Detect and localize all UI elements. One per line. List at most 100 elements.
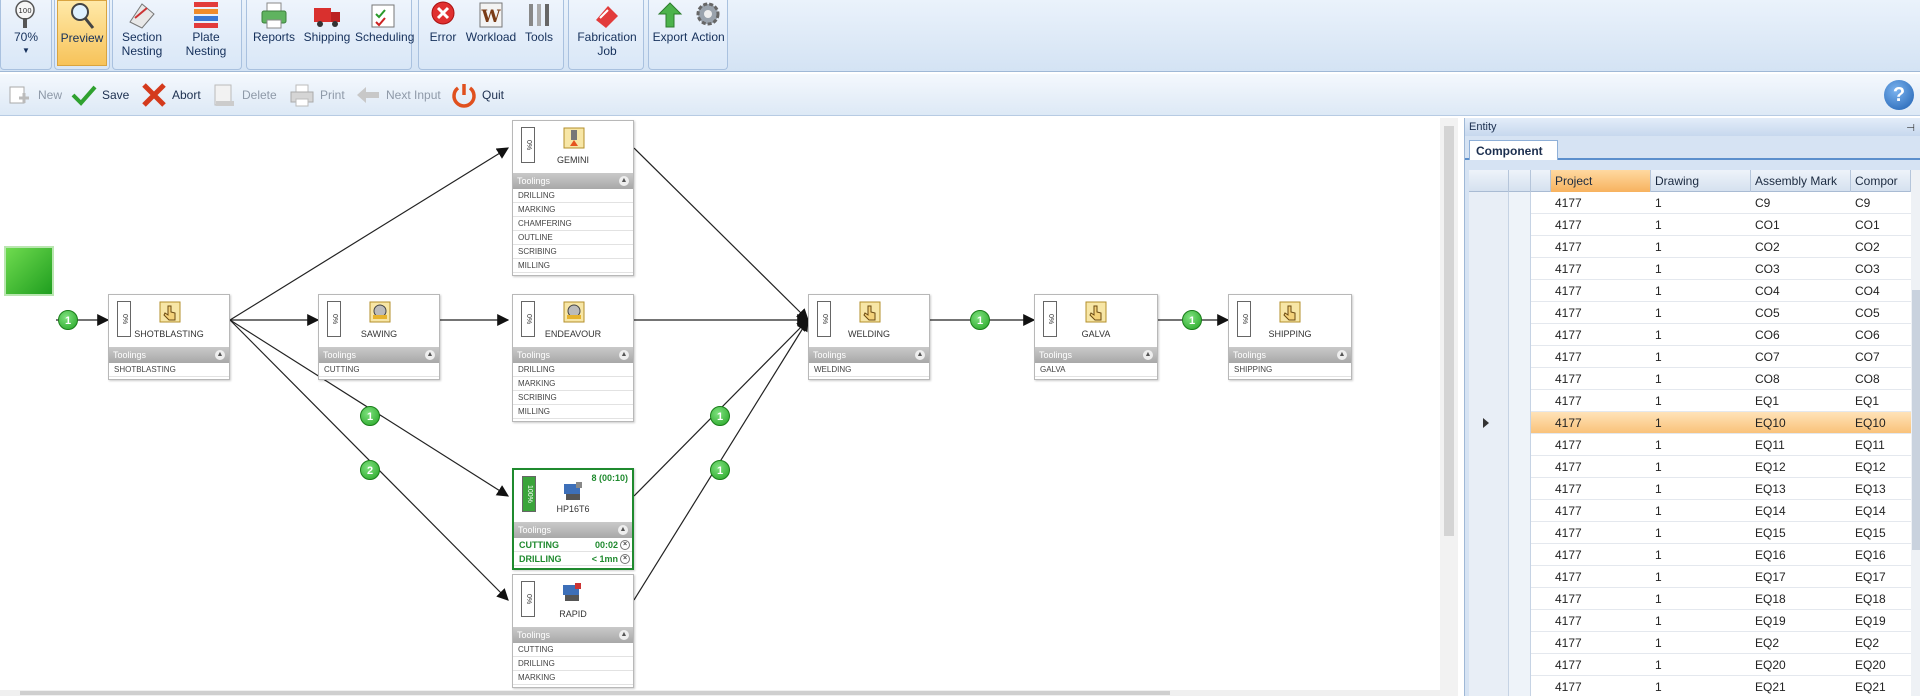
row-selector[interactable] <box>1469 544 1509 566</box>
collapse-icon[interactable]: ▲ <box>915 350 925 360</box>
collapse-icon[interactable]: ▲ <box>1337 350 1347 360</box>
pin-icon[interactable]: ⊣ <box>1906 123 1915 134</box>
toolings-header[interactable]: Toolings▲ <box>809 347 929 363</box>
plate-nesting-button[interactable]: Plate Nesting <box>171 0 241 66</box>
canvas-horizontal-scrollbar[interactable] <box>0 690 1440 696</box>
row-selector[interactable] <box>1469 588 1509 610</box>
toolings-header[interactable]: Toolings▲ <box>1035 347 1157 363</box>
row-selector[interactable] <box>1469 324 1509 346</box>
toolings-header[interactable]: Toolings▲ <box>513 347 633 363</box>
component-grid[interactable]: Project Drawing Assembly Mark Compor 417… <box>1469 170 1911 696</box>
collapse-icon[interactable]: ▲ <box>425 350 435 360</box>
row-selector[interactable] <box>1469 390 1509 412</box>
row-selector[interactable] <box>1469 346 1509 368</box>
node-welding[interactable]: 0% WELDING Toolings▲ WELDING <box>808 294 930 380</box>
print-button[interactable]: Print <box>288 78 345 112</box>
collapse-icon[interactable]: ▲ <box>215 350 225 360</box>
column-header-project[interactable]: Project <box>1551 170 1651 192</box>
row-selector[interactable] <box>1469 368 1509 390</box>
zoom-button[interactable]: 100 70% ▼ <box>3 0 49 66</box>
section-nesting-button[interactable]: Section Nesting <box>117 0 167 66</box>
column-header-component[interactable]: Compor <box>1851 170 1911 192</box>
tools-button[interactable]: Tools <box>519 0 559 66</box>
new-button[interactable]: New <box>6 78 62 112</box>
toolings-header[interactable]: Toolings▲ <box>1229 347 1351 363</box>
toolings-header[interactable]: Toolings▲ <box>514 522 632 538</box>
collapse-icon[interactable]: ▲ <box>619 350 629 360</box>
delete-button[interactable]: Delete <box>210 78 277 112</box>
row-selector[interactable] <box>1469 632 1509 654</box>
grid-vertical-scrollbar[interactable] <box>1911 170 1920 696</box>
row-selector[interactable] <box>1469 280 1509 302</box>
scheduling-button[interactable]: Scheduling <box>355 0 414 66</box>
row-selector[interactable] <box>1469 500 1509 522</box>
start-node[interactable] <box>4 246 54 296</box>
row-selector[interactable] <box>1469 566 1509 588</box>
action-button[interactable]: Action <box>689 0 727 66</box>
collapse-icon[interactable]: ▲ <box>618 525 628 535</box>
shipping-button[interactable]: Shipping <box>301 0 353 66</box>
node-galva[interactable]: 0% GALVA Toolings▲ GALVA <box>1034 294 1158 380</box>
canvas-vertical-scrollbar[interactable] <box>1440 118 1458 696</box>
workload-button[interactable]: W Workload <box>465 0 517 66</box>
row-selector[interactable] <box>1469 610 1509 632</box>
column-header-assembly-mark[interactable]: Assembly Mark <box>1751 170 1851 192</box>
row-selector[interactable] <box>1469 654 1509 676</box>
toolings-header[interactable]: Toolings▲ <box>513 173 633 189</box>
node-shotblasting[interactable]: 0% SHOTBLASTING Toolings▲ SHOTBLASTING <box>108 294 230 380</box>
collapse-icon[interactable]: ▲ <box>619 630 629 640</box>
remove-icon[interactable]: × <box>620 540 630 550</box>
toolings-header[interactable]: Toolings▲ <box>513 627 633 643</box>
scroll-thumb[interactable] <box>1444 126 1454 536</box>
row-selector[interactable] <box>1469 412 1509 434</box>
node-rapid[interactable]: 0% RAPID Toolings▲ CUTTING DRILLING MARK… <box>512 574 634 688</box>
scroll-thumb[interactable] <box>20 691 1170 695</box>
tab-component[interactable]: Component <box>1469 140 1558 160</box>
row-selector[interactable] <box>1469 258 1509 280</box>
toolings-header[interactable]: Toolings▲ <box>109 347 229 363</box>
toolings-header[interactable]: Toolings▲ <box>319 347 439 363</box>
row-selector[interactable] <box>1469 434 1509 456</box>
collapse-icon[interactable]: ▲ <box>619 176 629 186</box>
row-selector[interactable] <box>1469 676 1509 696</box>
export-button[interactable]: Export <box>651 0 689 66</box>
select-all-cell[interactable] <box>1469 170 1509 192</box>
row-selector[interactable] <box>1469 522 1509 544</box>
row-selector[interactable] <box>1469 302 1509 324</box>
quit-button[interactable]: Quit <box>450 78 504 112</box>
column-header-drawing[interactable]: Drawing <box>1651 170 1751 192</box>
abort-button[interactable]: Abort <box>140 78 201 112</box>
fabrication-job-button[interactable]: Fabrication Job <box>573 0 641 66</box>
help-button[interactable]: ? <box>1884 80 1914 110</box>
error-button[interactable]: Error <box>423 0 463 66</box>
next-input-button[interactable]: Next Input <box>354 78 441 112</box>
node-endeavour[interactable]: 0% ENDEAVOUR Toolings▲ DRILLING MARKING … <box>512 294 634 422</box>
node-sawing[interactable]: 0% SAWING Toolings▲ CUTTING <box>318 294 440 380</box>
filter-cell[interactable] <box>1509 170 1531 192</box>
row-selector[interactable] <box>1469 456 1509 478</box>
row-selector[interactable] <box>1469 478 1509 500</box>
node-shipping[interactable]: 0% SHIPPING Toolings▲ SHIPPING <box>1228 294 1352 380</box>
row-selector[interactable] <box>1469 236 1509 258</box>
remove-icon[interactable]: × <box>620 554 630 564</box>
node-gemini[interactable]: 0% GEMINI Toolings▲ DRILLING MARKING CHA… <box>512 120 634 276</box>
preview-button[interactable]: Preview <box>57 0 107 66</box>
